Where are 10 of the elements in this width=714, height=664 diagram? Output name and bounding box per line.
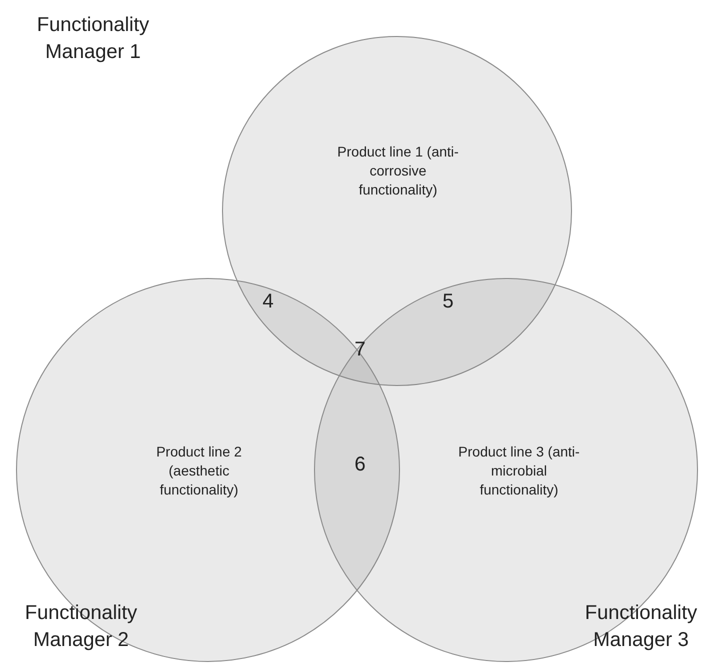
circle-label: Product line 3 (anti-microbial functionality)	[457, 442, 581, 500]
manager-heading: Functionality Manager 1	[36, 13, 150, 65]
manager-heading: Functionality Manager 3	[584, 601, 698, 653]
circle-label: Product line 2 (aesthetic functionality)	[155, 442, 243, 500]
manager-heading: Functionality Manager 2	[24, 601, 138, 653]
region-number: 6	[354, 454, 366, 476]
region-number: 5	[442, 290, 454, 314]
region-number: 4	[262, 290, 274, 314]
circle-label: Product line 1 (anti-corrosive functionality)	[336, 142, 460, 200]
region-number: 7	[354, 338, 366, 362]
